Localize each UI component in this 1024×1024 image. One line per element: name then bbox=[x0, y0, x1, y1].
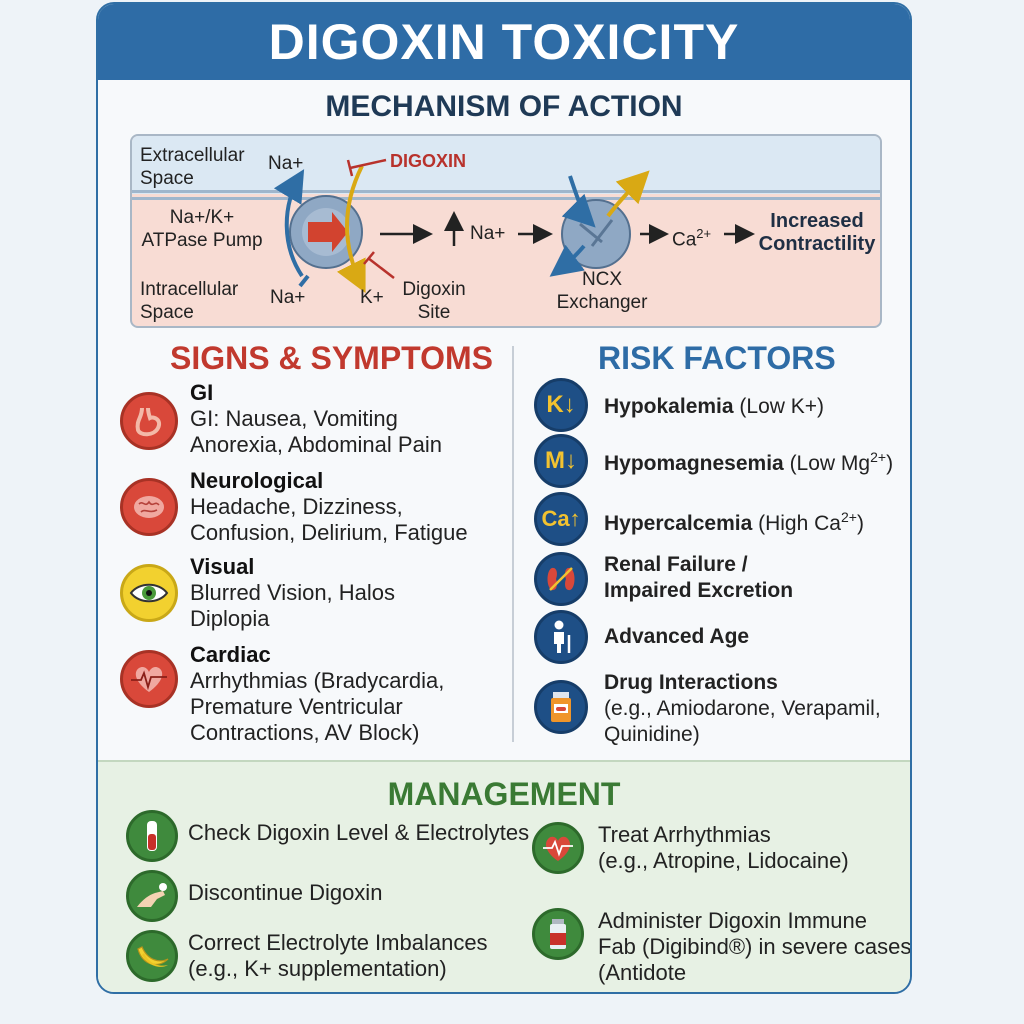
stomach-icon bbox=[120, 392, 178, 450]
risk-hypomagnesemia-name: Hypomagnesemia bbox=[604, 452, 784, 475]
risk-hypercalcemia-name: Hypercalcemia bbox=[604, 512, 753, 535]
calcium-charge: 2+ bbox=[696, 226, 712, 241]
calcium-charge: 2+ bbox=[840, 509, 857, 525]
management-title: MANAGEMENT bbox=[387, 776, 621, 812]
atpase-pump-icon bbox=[289, 195, 363, 269]
membrane-line-outer bbox=[132, 190, 880, 193]
risk-hypomagnesemia-close: ) bbox=[886, 452, 894, 475]
management-check-levels: Check Digoxin Level & Electrolytes bbox=[188, 820, 530, 845]
column-divider bbox=[512, 346, 514, 742]
risk-hypercalcemia-close: ) bbox=[856, 512, 864, 535]
risk-hypercalcemia: Hypercalcemia (High Ca2+) bbox=[604, 504, 864, 537]
intracellular-label: Intracellular Space bbox=[140, 279, 239, 323]
digoxin-site-label: Digoxin Site bbox=[402, 279, 466, 323]
sign-gi-title: GI bbox=[190, 380, 214, 405]
infographic-card: DIGOXIN TOXICITY MECHANISM OF ACTION bbox=[96, 2, 912, 994]
risk-renal: Renal Failure / Impaired Excretion bbox=[604, 552, 793, 604]
management-correct-electrolytes: Correct Electrolyte Imbalances (e.g., K+… bbox=[188, 930, 488, 981]
risk-renal-name: Renal Failure / Impaired Excretion bbox=[604, 553, 794, 602]
risk-drug-interactions: Drug Interactions (e.g., Amiodarone, Vera… bbox=[604, 670, 881, 748]
risk-age: Advanced Age bbox=[604, 624, 749, 650]
na-increase-label: Na+ bbox=[470, 223, 506, 244]
management-treat-arrhythmias: Treat Arrhythmias (e.g., Atropine, Lidoc… bbox=[598, 822, 849, 873]
elderly-person-icon bbox=[534, 610, 588, 664]
sign-cardiac-title: Cardiac bbox=[190, 642, 271, 667]
magnesium-charge: 2+ bbox=[870, 449, 887, 465]
hand-pill-icon bbox=[126, 870, 178, 922]
risk-hypercalcemia-detail: (High Ca bbox=[752, 512, 841, 535]
risk-drug-interactions-detail: (e.g., Amiodarone, Verapamil, Quinidine) bbox=[604, 697, 881, 746]
extracellular-label: Extracellular Space bbox=[140, 145, 245, 189]
sign-neurological-title: Neurological bbox=[190, 468, 324, 493]
signs-title: SIGNS & SYMPTOMS bbox=[170, 340, 494, 376]
risk-hypokalemia: Hypokalemia (Low K+) bbox=[604, 394, 824, 420]
digoxin-label: DIGOXIN bbox=[390, 151, 467, 171]
extracellular-region bbox=[132, 136, 880, 194]
sign-cardiac-text: Arrhythmias (Bradycardia, Premature Vent… bbox=[190, 668, 445, 745]
risk-hypomagnesemia: Hypomagnesemia (Low Mg2+) bbox=[604, 444, 893, 477]
management-administer-fab: Administer Digoxin Immune Fab (Digibind®… bbox=[598, 908, 912, 985]
result-label: Increased Contractility bbox=[758, 210, 876, 255]
management-discontinue: Discontinue Digoxin bbox=[188, 880, 383, 905]
page-title: DIGOXIN TOXICITY bbox=[98, 4, 910, 80]
magnesium-low-icon: M↓ bbox=[534, 434, 588, 488]
risk-drug-interactions-name: Drug Interactions bbox=[604, 671, 778, 694]
mechanism-diagram: Extracellular Space Na+/K+ ATPase Pump I… bbox=[130, 134, 882, 328]
mechanism-arrows bbox=[273, 158, 755, 294]
kidney-icon bbox=[534, 552, 588, 606]
sign-neurological-text: Headache, Dizziness, Confusion, Delirium… bbox=[190, 494, 468, 545]
membrane-line-inner bbox=[132, 197, 880, 200]
calcium-text: Ca bbox=[672, 229, 697, 251]
potassium-low-icon: K↓ bbox=[534, 378, 588, 432]
eye-icon bbox=[120, 564, 178, 622]
heart-icon bbox=[120, 650, 178, 708]
sign-gi-text: GI: Nausea, Vomiting Anorexia, Abdominal… bbox=[190, 406, 442, 457]
sign-visual-text: Blurred Vision, Halos Diplopia bbox=[190, 580, 396, 631]
brain-icon bbox=[120, 478, 178, 536]
risk-age-name: Advanced Age bbox=[604, 625, 750, 648]
na-top-label: Na+ bbox=[268, 153, 304, 174]
calcium-high-icon: Ca↑ bbox=[534, 492, 588, 546]
heart-ecg-icon bbox=[532, 822, 584, 874]
sign-visual-title: Visual bbox=[190, 554, 255, 579]
risk-hypokalemia-name: Hypokalemia bbox=[604, 395, 734, 418]
ncx-label: NCX Exchanger bbox=[556, 269, 648, 313]
mechanism-title: MECHANISM OF ACTION bbox=[325, 90, 683, 123]
pump-label: Na+/K+ ATPase Pump bbox=[141, 207, 263, 251]
k-bottom-label: K+ bbox=[360, 287, 384, 308]
risk-title: RISK FACTORS bbox=[598, 340, 836, 376]
risk-hypomagnesemia-detail: (Low Mg bbox=[783, 452, 871, 475]
risk-hypokalemia-detail: (Low K+) bbox=[733, 395, 825, 418]
vial-icon bbox=[532, 908, 584, 960]
calcium-label: Ca2+ bbox=[672, 222, 711, 251]
na-bottom-label: Na+ bbox=[270, 287, 306, 308]
management-section: MANAGEMENT Check Digoxin Level & Electro… bbox=[98, 760, 912, 992]
blood-tube-icon bbox=[126, 810, 178, 862]
banana-icon bbox=[126, 930, 178, 982]
pill-bottle-icon bbox=[534, 680, 588, 734]
